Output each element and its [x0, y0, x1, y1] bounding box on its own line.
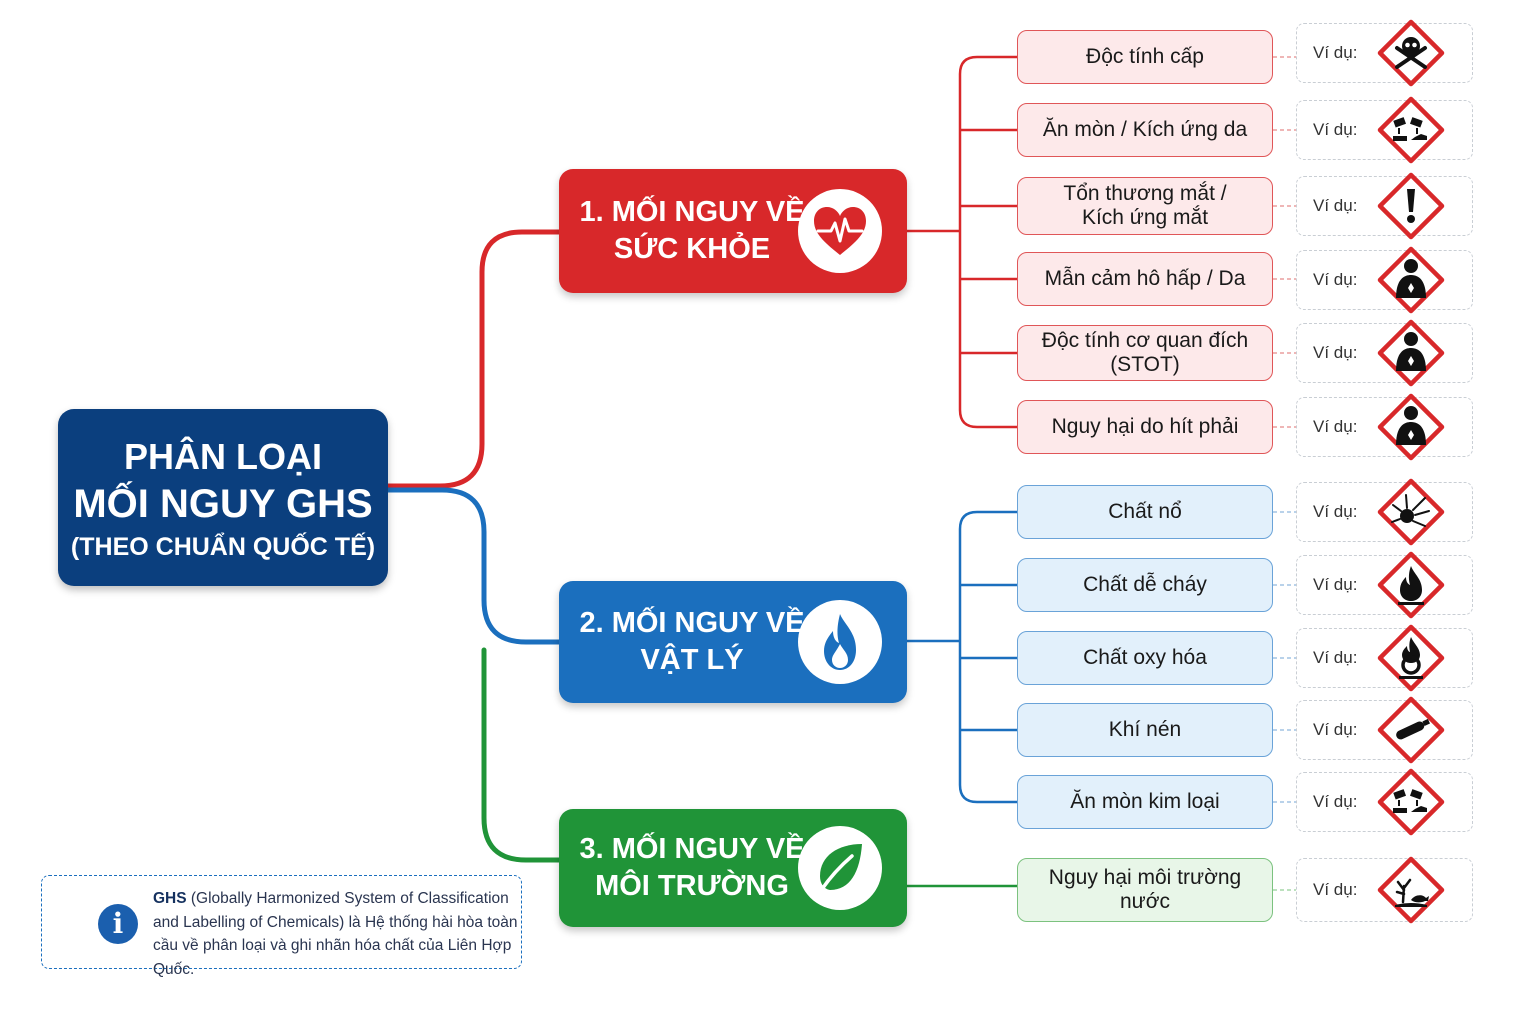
root-title-line3: (THEO CHUẨN QUỐC TẾ)	[70, 532, 376, 561]
hazard-item-acute-toxicity: Độc tính cấp	[1017, 30, 1273, 84]
hazard-item-label: Ăn mòn kim loại	[1070, 790, 1220, 813]
category-title-line1: 2. MỐI NGUY VỀ	[579, 607, 805, 639]
skull-crossbones-icon	[1377, 19, 1445, 87]
flame-icon	[1377, 551, 1445, 619]
hazard-item-explosives: Chất nổ	[1017, 485, 1273, 539]
example-label: Ví dụ:	[1313, 720, 1358, 739]
category-environmental-hazard: 3. MỐI NGUY VỀ MÔI TRƯỜNG	[559, 809, 907, 927]
hazard-item-eye-damage: Tổn thương mắt / Kích ứng mắt	[1017, 177, 1273, 235]
root-node: PHÂN LOẠI MỐI NGUY GHS (THEO CHUẨN QUỐC …	[58, 409, 388, 586]
hazard-item-skin-corrosion: Ăn mòn / Kích ứng da	[1017, 103, 1273, 157]
example-label: Ví dụ:	[1313, 792, 1358, 811]
info-icon: i	[98, 904, 138, 944]
example-label: Ví dụ:	[1313, 196, 1358, 215]
category-title-line2: VẬT LÝ	[640, 644, 744, 676]
hazard-item-aspiration: Nguy hại do hít phải	[1017, 400, 1273, 454]
hazard-item-label: Kích ứng mắt	[1081, 206, 1209, 229]
category-title-line1: 1. MỐI NGUY VỀ	[579, 196, 805, 228]
flame-over-circle-icon	[1377, 624, 1445, 692]
root-title-line2: MỐI NGUY GHS	[73, 481, 373, 526]
example-box: Ví dụ:	[1296, 478, 1473, 546]
example-box: Ví dụ:	[1296, 96, 1473, 164]
hazard-item-stot: Độc tính cơ quan đích (STOT)	[1017, 325, 1273, 381]
root-title-line1: PHÂN LOẠI	[124, 435, 322, 477]
category-health-hazard: 1. MỐI NGUY VỀ SỨC KHỎE	[559, 169, 907, 293]
example-label: Ví dụ:	[1313, 270, 1358, 289]
leaf-icon	[798, 826, 882, 910]
hazard-item-label: Nguy hại do hít phải	[1051, 415, 1239, 438]
hazard-item-label: Chất oxy hóa	[1083, 646, 1207, 669]
environment-icon	[1377, 856, 1445, 924]
hazard-item-oxidizers: Chất oxy hóa	[1017, 631, 1273, 685]
health-hazard-icon	[1377, 246, 1445, 314]
hazard-item-label: Tổn thương mắt /	[1063, 182, 1227, 205]
category-title-line2: SỨC KHỎE	[613, 233, 771, 265]
hazard-item-sensitization: Mẫn cảm hô hấp / Da	[1017, 252, 1273, 306]
example-label: Ví dụ:	[1313, 502, 1358, 521]
exclamation-mark-icon	[1377, 172, 1445, 240]
health-hazard-icon	[1377, 319, 1445, 387]
health-hazard-icon	[1377, 393, 1445, 461]
example-box: Ví dụ:	[1296, 624, 1473, 692]
note-description: (Globally Harmonized System of Classific…	[153, 890, 518, 978]
note-abbreviation: GHS	[153, 890, 187, 907]
corrosion-icon	[1377, 768, 1445, 836]
example-box: Ví dụ:	[1296, 172, 1473, 240]
info-note: i GHS (Globally Harmonized System of Cla…	[41, 875, 522, 978]
hazard-item-compressed-gas: Khí nén	[1017, 703, 1273, 757]
example-box: Ví dụ:	[1296, 856, 1473, 924]
example-box: Ví dụ:	[1296, 768, 1473, 836]
example-label: Ví dụ:	[1313, 43, 1358, 62]
category-title-line2: MÔI TRƯỜNG	[595, 870, 789, 902]
hazard-item-label: Ăn mòn / Kích ứng da	[1042, 118, 1248, 141]
example-label: Ví dụ:	[1313, 648, 1358, 667]
example-label: Ví dụ:	[1313, 120, 1358, 139]
example-label: Ví dụ:	[1313, 417, 1358, 436]
example-label: Ví dụ:	[1313, 575, 1358, 594]
info-note-text: GHS (Globally Harmonized System of Class…	[153, 887, 519, 981]
hazard-item-label: (STOT)	[1110, 353, 1180, 376]
category-title-line1: 3. MỐI NGUY VỀ	[579, 833, 805, 865]
heart-pulse-icon	[798, 189, 882, 273]
exploding-bomb-icon	[1377, 478, 1445, 546]
hazard-item-aquatic: Nguy hại môi trường nước	[1017, 858, 1273, 922]
example-label: Ví dụ:	[1313, 880, 1358, 899]
hazard-item-label: Chất dễ cháy	[1083, 573, 1207, 596]
hazard-item-label: Mẫn cảm hô hấp / Da	[1044, 267, 1246, 290]
example-label: Ví dụ:	[1313, 343, 1358, 362]
hazard-item-metal-corrosion: Ăn mòn kim loại	[1017, 775, 1273, 829]
hazard-item-label: Nguy hại môi trường	[1048, 866, 1242, 889]
example-box: Ví dụ:	[1296, 393, 1473, 461]
corrosion-icon	[1377, 96, 1445, 164]
flame-icon	[798, 600, 882, 684]
hazard-item-label: Khí nén	[1108, 718, 1182, 741]
hazard-item-label: Chất nổ	[1108, 500, 1182, 523]
example-box: Ví dụ:	[1296, 19, 1473, 87]
example-box: Ví dụ:	[1296, 696, 1473, 764]
hazard-item-label: Độc tính cơ quan đích	[1041, 329, 1249, 352]
hazard-item-flammables: Chất dễ cháy	[1017, 558, 1273, 612]
hazard-item-label: Độc tính cấp	[1086, 45, 1204, 68]
gas-cylinder-icon	[1377, 696, 1445, 764]
hazard-item-label: nước	[1119, 890, 1170, 913]
category-physical-hazard: 2. MỐI NGUY VỀ VẬT LÝ	[559, 581, 907, 703]
example-box: Ví dụ:	[1296, 319, 1473, 387]
example-box: Ví dụ:	[1296, 246, 1473, 314]
example-box: Ví dụ:	[1296, 551, 1473, 619]
